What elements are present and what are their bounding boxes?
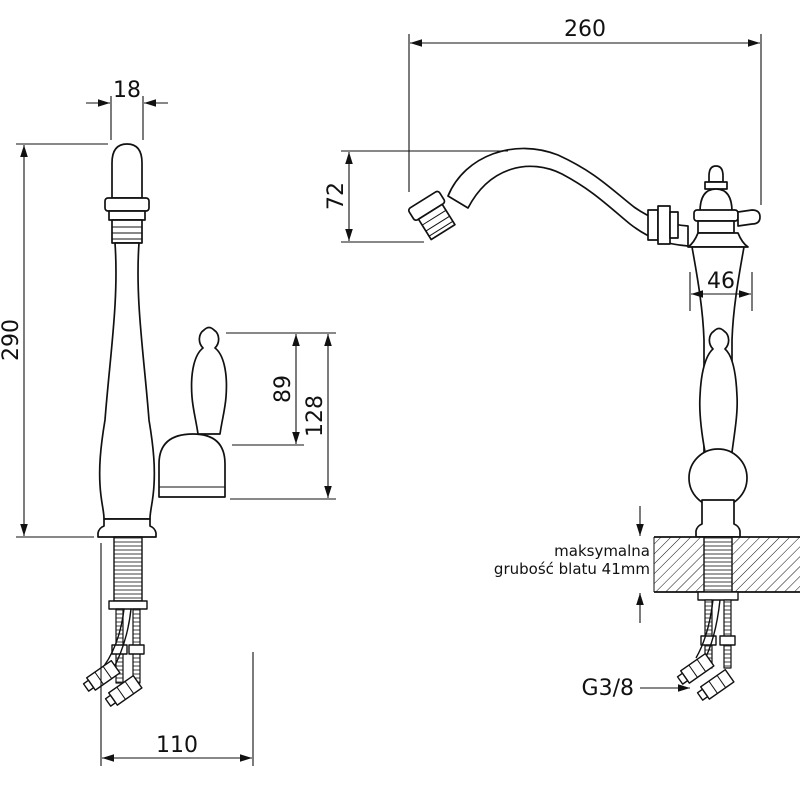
side-shank	[703, 536, 733, 593]
front-aerator	[111, 219, 143, 244]
side-view-faucet	[407, 147, 761, 538]
front-spout-ring	[108, 210, 146, 221]
dim-spout-reach: 260	[564, 17, 606, 42]
dim-spout-width: 18	[113, 78, 141, 103]
front-dimensions	[16, 96, 336, 766]
front-hose-fitting-1	[82, 659, 121, 692]
side-handle	[698, 327, 739, 453]
side-dimensions	[341, 34, 762, 692]
side-hose-fitting-1	[676, 652, 715, 685]
side-connector-ring-3	[669, 211, 679, 239]
side-connector-ring-2	[657, 205, 671, 245]
side-head-dome	[699, 188, 733, 213]
front-spout-top	[111, 143, 143, 199]
dimension-labels: 18 290 89 128 110 260 72 46 maksymalna g…	[0, 17, 735, 758]
counter-note-line1: maksymalna	[554, 542, 650, 560]
front-body	[98, 242, 156, 520]
counter-note-line2: grubość blatu 41mm	[494, 560, 650, 578]
front-mounting	[82, 600, 148, 707]
front-base	[97, 518, 157, 538]
front-handle	[190, 326, 228, 435]
dim-total-height: 290	[0, 319, 24, 361]
front-hose-fitting-2	[104, 674, 143, 707]
side-valve	[688, 448, 748, 508]
front-shank	[113, 536, 143, 602]
dim-body-height: 128	[303, 395, 328, 437]
dim-handle-height: 89	[271, 375, 296, 403]
side-head-cap	[693, 209, 739, 222]
side-hose-fitting-2	[696, 668, 735, 701]
front-valve	[158, 433, 226, 498]
side-finial	[708, 165, 724, 183]
dim-body-width: 46	[707, 269, 735, 294]
dim-base-spread: 110	[156, 733, 198, 758]
side-mounting	[676, 591, 739, 701]
front-view-faucet	[82, 143, 228, 707]
front-spout-collar	[104, 197, 150, 212]
thread-label: G3/8	[582, 676, 634, 701]
side-connector-ring-1	[647, 209, 659, 241]
side-bell	[687, 232, 749, 248]
dim-spout-drop: 72	[324, 182, 349, 210]
side-knob	[737, 209, 761, 227]
side-spout-outlet	[407, 190, 456, 241]
side-base	[695, 499, 741, 538]
